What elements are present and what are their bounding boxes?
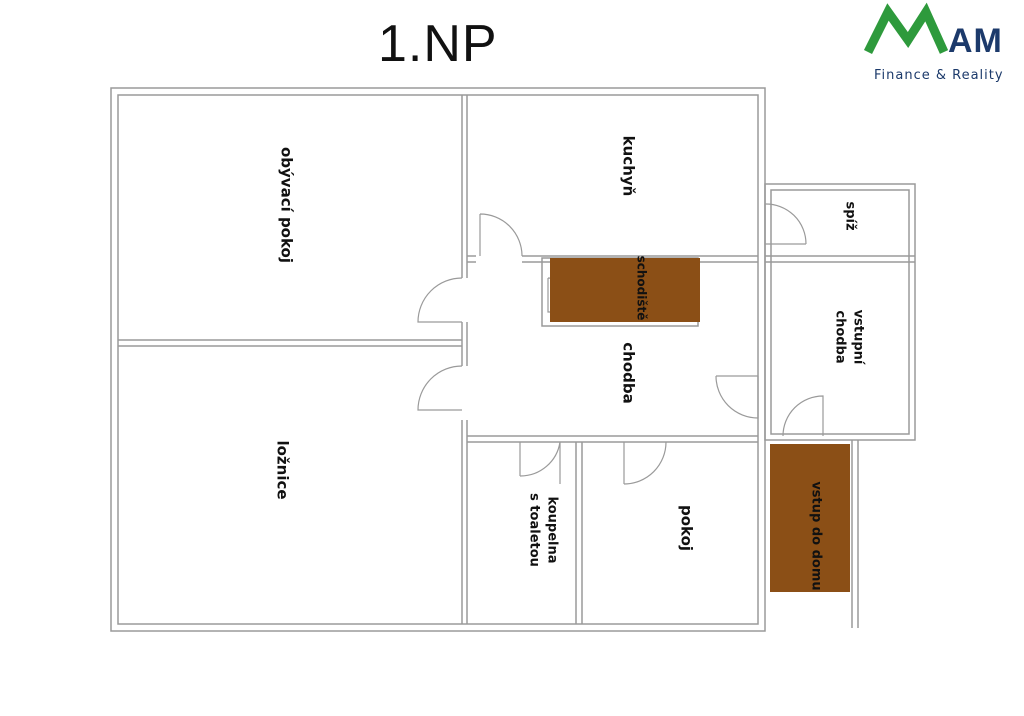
room-label-koupelna: koupelna (545, 496, 560, 563)
logo-text: AM (948, 22, 1003, 60)
room-label-schodiste: schodiště (635, 256, 649, 321)
outer-wall (110, 87, 766, 632)
room-label-vstupni: vstupní (851, 310, 866, 366)
room-label-chodba: chodba (620, 342, 638, 403)
room-label-spiz: spíž (843, 201, 858, 230)
entrance-area (770, 444, 850, 592)
logo-tagline: Finance & Reality (874, 68, 1004, 83)
room-label-pokoj: pokoj (678, 505, 696, 551)
stair-area (550, 258, 700, 322)
floor-title: 1.NP (378, 15, 498, 73)
room-label-loznice: ložnice (274, 440, 292, 499)
room-label-kuchyn: kuchyň (620, 136, 638, 197)
room-label-s-toaletou: s toaletou (527, 493, 542, 567)
room-label-obyvaci: obývací pokoj (278, 147, 296, 263)
room-label-vstupni-chodba: chodba (833, 310, 848, 363)
room-label-vstup: vstup do domu (809, 481, 824, 590)
